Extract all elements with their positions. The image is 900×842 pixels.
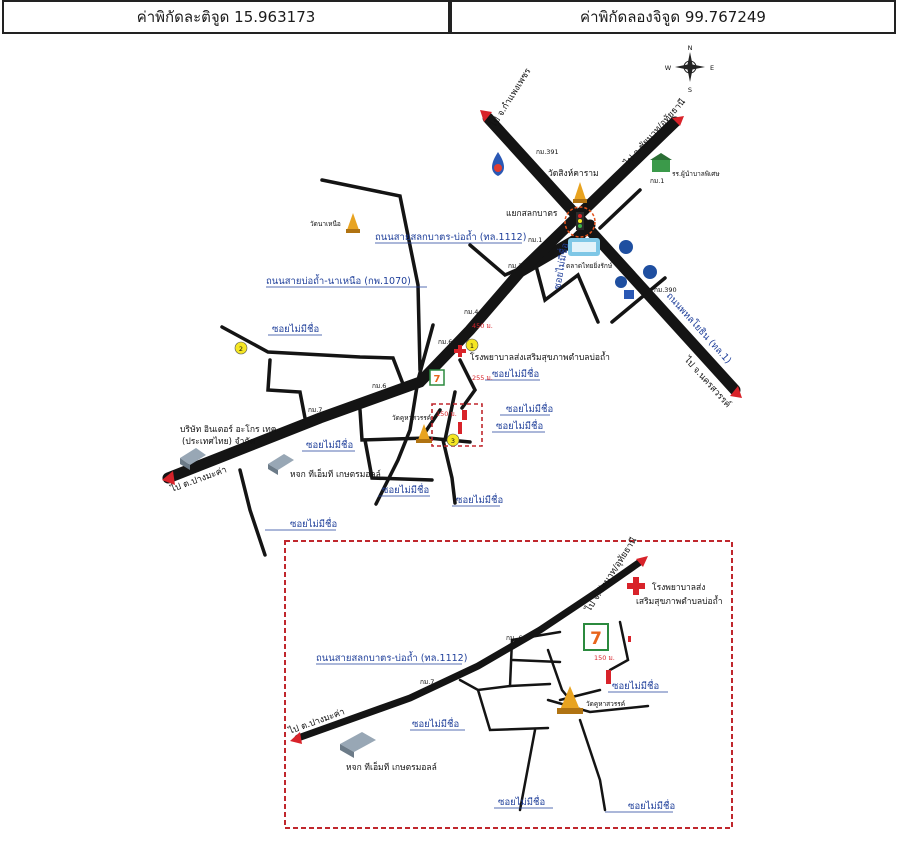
bank-icon bbox=[619, 240, 633, 254]
inset-hospital-icon bbox=[627, 577, 645, 595]
inset-km-6-label: กม. 6 bbox=[506, 634, 523, 642]
dest-kamphaeng-phet: ไป จ.กำแพงเพชร bbox=[488, 66, 534, 130]
tmt-building-icon bbox=[268, 454, 294, 475]
road-1070-label: ถนนสายบ่อถ้ำ-นาเหนือ (กพ.1070) bbox=[266, 274, 411, 287]
inset-warehouse-icon bbox=[340, 732, 376, 758]
arrow-chainat-icon bbox=[672, 116, 684, 126]
arrow-nakhon-sawan-icon bbox=[730, 386, 742, 398]
inset-arrow-chainat-icon bbox=[636, 556, 648, 567]
inset-km-7-label: กม.7 bbox=[420, 678, 434, 686]
latitude-label: ค่าพิกัดละติจูด 15.963173 bbox=[136, 8, 316, 26]
gas-station-icon bbox=[492, 152, 504, 176]
km-6b-label: กม.6 bbox=[372, 382, 386, 390]
utility-icon bbox=[624, 290, 634, 299]
km-7-label: กม.7 bbox=[308, 406, 322, 414]
wat-na-nuea-label: วัดนาเหนือ bbox=[310, 220, 341, 228]
compass-e: E bbox=[710, 64, 714, 72]
inset-dist-150-label: 150 ม. bbox=[594, 654, 615, 662]
inset-road-1112-label: ถนนสายสลกบาตร-บ่อถ้ำ (ทล.1112) bbox=[316, 651, 467, 664]
latitude-header: ค่าพิกัดละติจูด 15.963173 bbox=[2, 0, 450, 34]
arrow-kamphaeng-phet-icon bbox=[480, 110, 492, 122]
market-icon bbox=[568, 238, 600, 256]
km-390-label: กม.390 bbox=[654, 286, 677, 294]
water-icon bbox=[615, 276, 627, 288]
longitude-header: ค่าพิกัดลองจิจูด 99.767249 bbox=[450, 0, 896, 34]
marker-2: 2 bbox=[234, 341, 248, 355]
svg-text:2: 2 bbox=[239, 345, 243, 353]
wat-khuha-label: วัดคูหาสวรรค์ bbox=[392, 414, 431, 422]
km-3-label: กม.3 bbox=[508, 262, 522, 270]
inset-hospital-line1: โรงพยาบาลส่ง bbox=[652, 582, 705, 593]
svg-text:7: 7 bbox=[590, 629, 602, 649]
highway-chainat bbox=[514, 116, 684, 278]
highlight-box bbox=[431, 403, 483, 447]
inset-arrow-pang-makha-icon bbox=[290, 732, 302, 744]
marker-1: 1 bbox=[465, 338, 479, 352]
compass-w: W bbox=[665, 64, 672, 72]
hospital-label: โรงพยาบาลส่งเสริมสุขภาพตำบลบ่อถ้ำ bbox=[470, 351, 610, 363]
soi-label-8: ซอยไม่มีชื่อ bbox=[290, 517, 337, 530]
inset-hospital-line2: เสริมสุขภาพตำบลบ่อถ้ำ bbox=[636, 595, 723, 607]
warehouse-icon bbox=[180, 448, 206, 470]
inset-frame bbox=[284, 540, 733, 829]
company-label-line2: (ประเทศไทย) จำกัด bbox=[182, 436, 255, 447]
marker-3: 3 bbox=[446, 433, 460, 447]
tmt-label: หจก ทีเอ็มที เกษตรมอลล์ bbox=[290, 468, 381, 480]
wat-singkharam-label: วัดสิงห์คาราม bbox=[548, 168, 599, 179]
km-4-label: กม.4 bbox=[464, 308, 478, 316]
inset-seven-eleven-icon: 7 bbox=[583, 623, 609, 651]
inset-minor-roads bbox=[458, 620, 650, 812]
soi-label-3: ซอยไม่มีชื่อ bbox=[506, 402, 553, 415]
dist-450-label: 450 ม. bbox=[472, 322, 493, 330]
soi-label-2: ซอยไม่มีชื่อ bbox=[492, 367, 539, 380]
seven-eleven-icon: 7 bbox=[429, 369, 445, 386]
inset-soi-label-3: ซอยไม่มีชื่อ bbox=[498, 795, 545, 808]
svg-text:1: 1 bbox=[470, 342, 474, 350]
school-label: รร.ผู้นำบาลพิเศษ bbox=[672, 170, 720, 178]
soi-label-5: ซอยไม่มีชื่อ bbox=[306, 438, 353, 451]
longitude-label: ค่าพิกัดลองจิจูด 99.767249 bbox=[580, 8, 766, 26]
intersection-marker bbox=[564, 206, 596, 238]
arrow-pang-makha-icon bbox=[162, 471, 175, 485]
soi-label-6: ซอยไม่มีชื่อ bbox=[382, 483, 429, 496]
minor-roads bbox=[220, 178, 667, 557]
compass-n: N bbox=[688, 44, 693, 52]
inset-soi-label-4: ซอยไม่มีชื่อ bbox=[628, 799, 675, 812]
temple-na-nuea-icon bbox=[346, 213, 360, 233]
service-icon bbox=[643, 265, 657, 279]
svg-text:3: 3 bbox=[451, 437, 455, 445]
soi-label-7: ซอยไม่มีชื่อ bbox=[456, 493, 503, 506]
market-label: ตลาดไทยยิ่งรักษ์ bbox=[566, 261, 613, 270]
inset-dest-chainat: ไป จ.ชัยนาท/อุทัยธานี bbox=[583, 535, 640, 614]
inset-soi-label-2: ซอยไม่มีชื่อ bbox=[612, 679, 659, 692]
highway-phahonyothin bbox=[480, 110, 742, 398]
km-1-road-label: กม.1 bbox=[528, 236, 542, 244]
intersection-label: แยกสลกบาตร bbox=[506, 209, 558, 219]
km-1-label: กม.1 bbox=[650, 177, 664, 185]
km-6-label: กม.6 bbox=[438, 338, 452, 346]
svg-text:7: 7 bbox=[434, 374, 441, 385]
inset-temple-icon bbox=[557, 686, 583, 714]
company-label-line1: บริษัท อินเตอร์ อะโกร เทค bbox=[180, 424, 276, 435]
temple-icon bbox=[573, 182, 587, 203]
road-1112-label: ถนนสายสลกบาตร-บ่อถ้ำ (ทล.1112) bbox=[375, 230, 526, 243]
inset-wat-khuha-label: วัดคูหาสวรรค์ bbox=[586, 700, 625, 708]
soi-label-1: ซอยไม่มีชื่อ bbox=[272, 322, 319, 335]
km-391-label: กม.391 bbox=[536, 148, 559, 156]
soi-label-4: ซอยไม่มีชื่อ bbox=[496, 419, 543, 432]
compass-s: S bbox=[688, 86, 692, 94]
dist-255-label: 255 ม. bbox=[472, 374, 493, 382]
inset-tmt-label: หจก ทีเอ็มที เกษตรมอลล์ bbox=[346, 761, 437, 773]
temple-khuha-icon bbox=[416, 424, 432, 443]
inset-highway bbox=[290, 556, 648, 744]
hospital-icon bbox=[454, 345, 466, 357]
dist-150-label: 150 ม. bbox=[436, 410, 457, 418]
inset-soi-label-1: ซอยไม่มีชื่อ bbox=[412, 717, 459, 730]
school-icon bbox=[650, 153, 672, 172]
compass-rose-icon: N S E W bbox=[665, 44, 714, 94]
